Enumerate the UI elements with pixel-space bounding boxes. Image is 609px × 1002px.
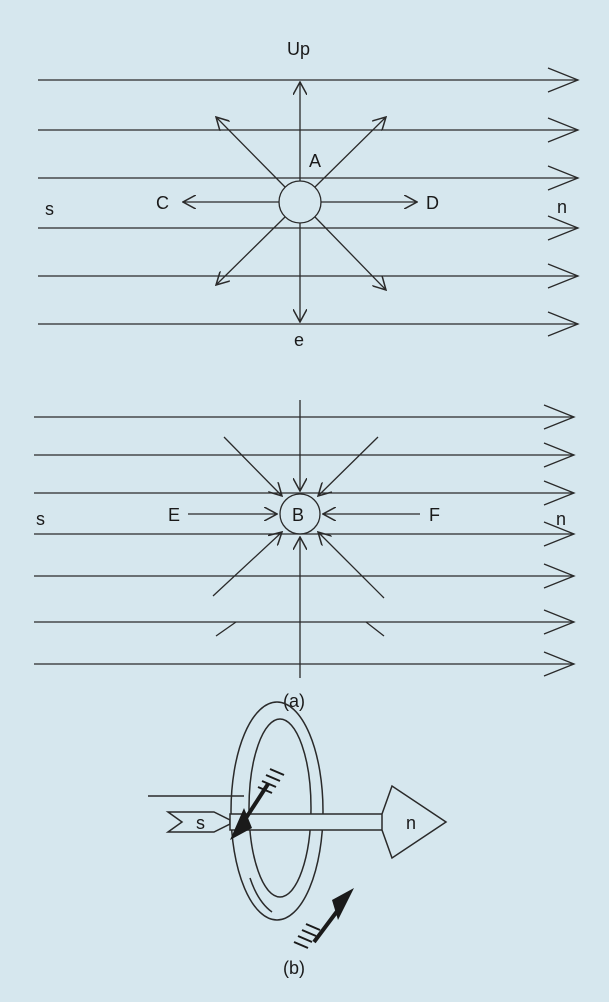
label-down: e (294, 330, 304, 350)
label-n-arrow: n (406, 813, 416, 833)
arrow-nw (216, 117, 286, 188)
top-force-arrows (183, 82, 417, 322)
field-arrowhead (543, 404, 576, 430)
arrow-head (381, 784, 448, 860)
top-field-lines (38, 67, 580, 337)
loop-inner (248, 718, 312, 898)
arrow-ne (314, 117, 386, 188)
arrow-tail (165, 811, 231, 833)
caption-a: (a) (283, 691, 305, 711)
label-c: C (156, 193, 169, 213)
field-arrowhead (547, 263, 580, 289)
bottom-field-lines (34, 404, 576, 677)
tick-fragment (215, 621, 237, 637)
label-e: E (168, 505, 180, 525)
current-arrow-top (230, 768, 285, 840)
field-arrowhead (547, 215, 580, 241)
field-arrowhead (547, 311, 580, 337)
field-arrowhead (543, 651, 576, 677)
diagram-b: s n (148, 701, 448, 949)
caption-b: (b) (283, 958, 305, 978)
label-up: Up (287, 39, 310, 59)
arrow-sw (216, 216, 286, 285)
label-d: D (426, 193, 439, 213)
field-arrowhead (547, 117, 580, 143)
arrow-from-sw (212, 532, 282, 597)
label-south: s (45, 199, 54, 219)
tick-fragment (365, 621, 385, 637)
conductor-b (279, 493, 321, 535)
label-s-arrow: s (196, 813, 205, 833)
arrow-se (314, 216, 386, 290)
conductor-a (278, 180, 322, 224)
loop-outer (230, 701, 324, 921)
bottom-force-arrows (188, 400, 420, 678)
arrow-from-se (318, 532, 385, 599)
label-a: A (309, 151, 321, 171)
field-arrowhead (547, 165, 580, 191)
field-arrowhead (543, 480, 576, 506)
current-arrow-bottom (293, 888, 354, 949)
label-f: F (429, 505, 440, 525)
field-arrowhead (543, 442, 576, 468)
arrow-shaft (229, 813, 407, 831)
arrow-from-nw (223, 436, 282, 496)
field-arrowhead (543, 563, 576, 589)
label-south-b: s (36, 509, 45, 529)
field-arrowhead (543, 521, 576, 547)
arrow-from-ne (318, 436, 379, 496)
label-b: B (292, 505, 304, 525)
loop-front-segment (249, 877, 273, 913)
label-north-b: n (556, 509, 566, 529)
label-north: n (557, 197, 567, 217)
field-arrowhead (547, 67, 580, 93)
field-arrowhead (543, 609, 576, 635)
